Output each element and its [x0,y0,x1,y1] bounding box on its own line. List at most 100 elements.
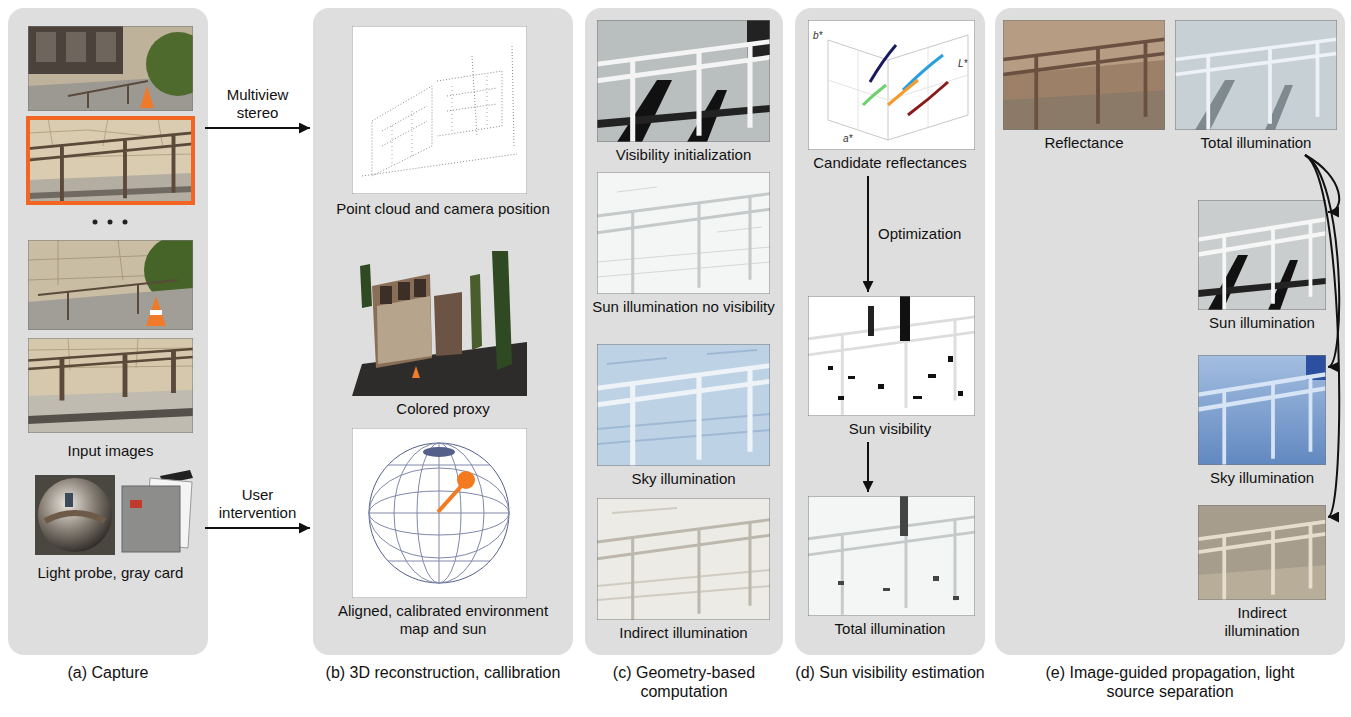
art-rect [597,344,770,466]
art-rect [953,596,959,600]
picture-slot [333,26,553,196]
art-polygon [492,251,512,370]
art-rect [900,496,908,536]
art-polygon [617,80,672,142]
art-path [45,513,105,521]
art-rect [1003,20,1165,130]
art-rect [597,498,770,620]
picture-slot [20,22,201,438]
art-use [28,133,193,203]
art-rect [900,296,910,341]
art-path [369,443,509,583]
sun-illumination-image [1198,200,1326,310]
art-path [863,85,886,105]
art-rect [808,296,975,416]
art-rect [913,396,922,399]
reflectance-plot [808,20,975,150]
stage-panel: (b) 3D reconstruction, callibrationPoint… [313,8,573,655]
picture-slot [1175,20,1337,130]
art-rect [36,32,56,62]
art-circle [457,471,475,489]
art-rect [65,493,73,507]
photo [28,118,193,203]
image-tile: Indirect illumination [592,498,775,642]
art-rect [808,20,975,150]
art-circle [38,478,112,552]
art-use [1198,522,1326,600]
light-probe [35,475,115,555]
picture-slot [1198,505,1326,600]
art-polygon [140,86,154,108]
art-rect [597,172,770,294]
art-rect [28,118,193,203]
art-use [1175,39,1337,130]
art-rect [883,588,890,591]
art-use [1198,374,1326,465]
image-caption: Point cloud and camera position [333,200,553,218]
image-caption: Visibility initialization [592,146,775,164]
art-use [1003,39,1165,130]
art-use [597,42,770,143]
image-tile: Aligned, calibrated environment map and … [333,428,553,638]
image-caption: Total illumination [800,620,980,638]
art-polygon [28,186,193,199]
image-tile: Total illumination [1175,20,1337,152]
axis-label: b* [813,30,822,41]
art-use [1198,219,1326,310]
image-caption: Colored proxy [333,400,553,418]
picture-slot [592,172,775,294]
art-rect [1198,355,1326,465]
image-tile: Reflectance [1003,20,1165,152]
art-rect [352,26,527,194]
art-rect [28,240,193,330]
axis-label: L* [958,58,967,69]
art-rect [808,20,975,150]
art-polygon [1198,278,1326,297]
art-path [68,81,148,108]
art-rect [828,366,833,370]
art-rect [1003,20,1165,130]
art-rect [1198,505,1326,600]
connector-arrow [867,442,869,492]
art-rect [808,496,975,616]
art-rect [958,391,963,396]
art-rect [150,310,162,315]
art-rect [933,576,939,581]
art-rect [1198,505,1326,600]
art-rect [28,338,193,433]
art-polygon [1208,255,1248,310]
image-tile: Sky illumination [592,344,775,488]
panel-bg [8,8,208,655]
image-caption: Indirect illumination [1198,604,1326,640]
art-rect [28,26,123,74]
panel-caption: (a) Capture [8,663,208,682]
image-caption: Candidate reflectances [800,154,980,172]
picture-slot [333,428,553,598]
art-path [392,76,487,166]
art-path [828,48,968,130]
connector-arrow [1305,155,1339,212]
picture-slot [800,496,980,616]
art-rect [35,475,115,555]
stage-panel: (d) Sun visibility estimationCandidate r… [795,8,985,655]
image-caption: Sun illumination no visibility [592,298,775,316]
panel-caption: (c) Geometry-based computation [585,663,783,701]
art-use [597,520,770,621]
image-caption: Sun visibility [800,420,980,438]
picture-slot [592,498,775,620]
picture-slot [20,472,201,560]
art-path [908,82,948,115]
reflectance-image [1003,20,1165,130]
image-caption: Sky illumination [1198,469,1326,487]
panel-caption: (d) Sun visibility estimation [795,663,985,682]
image-tile: Sun visibility [800,296,980,438]
art-polygon [1003,20,1165,75]
art-path [888,80,918,105]
art-use [597,366,770,467]
picture-slot [800,296,980,416]
art-rect [28,26,193,111]
art-rect [928,374,936,378]
